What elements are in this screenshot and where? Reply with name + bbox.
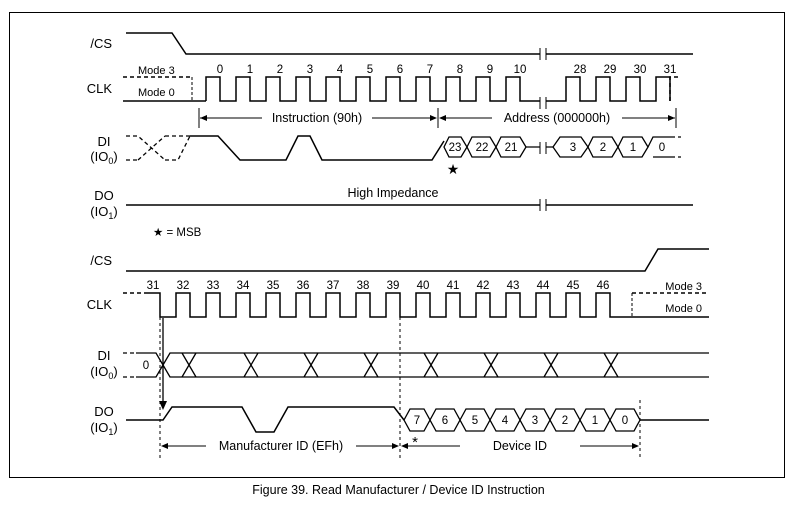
bottom-clk-number: 35 [267, 280, 280, 292]
top-di-dont-care [126, 135, 191, 161]
cs-label: /CS [90, 36, 112, 51]
top-di-instruction-waveform [190, 135, 445, 161]
top-clk-number: 9 [487, 64, 493, 76]
top-clk-number: 28 [574, 64, 587, 76]
address-bit-tail-dashed [672, 136, 682, 158]
top-clk-number: 2 [277, 64, 283, 76]
msb-star-marker: ★ [447, 161, 460, 177]
address-label: Address (000000h) [504, 111, 610, 125]
bottom-do-waveform [126, 406, 405, 433]
bottom-clk-number: 32 [177, 280, 190, 292]
bottom-di-dont-care [162, 352, 709, 378]
top-clk-number: 4 [337, 64, 344, 76]
bottom-mode3-label: Mode 3 [665, 281, 702, 293]
bottom-di-label: DI [98, 348, 111, 363]
top-clk-number: 5 [367, 64, 373, 76]
diagram-frame [9, 12, 785, 478]
top-break-marks [539, 48, 547, 211]
top-clk-numbers: 0 1 2 3 4 5 6 7 8 9 10 28 29 30 31 [217, 64, 677, 76]
clk-to-do-arrowhead [159, 401, 167, 410]
top-clk-number: 0 [217, 64, 223, 76]
device-id-bit: 2 [562, 415, 568, 427]
bottom-clk-number: 43 [507, 280, 520, 292]
device-id-bit: 1 [592, 415, 598, 427]
bottom-clk-number: 31 [147, 280, 160, 292]
figure-caption: Figure 39. Read Manufacturer / Device ID… [252, 483, 545, 497]
top-mode3-label: Mode 3 [138, 65, 175, 77]
bottom-phase-arrowheads [161, 443, 639, 449]
instruction-label: Instruction (90h) [272, 111, 362, 125]
address-bit-cells [443, 136, 672, 158]
bottom-do-label: DO [94, 404, 114, 419]
bottom-clk-number: 42 [477, 280, 490, 292]
do-io-label: (IO1) [90, 204, 117, 221]
top-clk-mode3-tail [669, 76, 680, 101]
top-clk-number: 6 [397, 64, 403, 76]
top-mode0-label: Mode 0 [138, 87, 175, 99]
bottom-clk-number: 40 [417, 280, 430, 292]
bottom-di-value: 0 [143, 360, 149, 372]
high-impedance-label: High Impedance [347, 186, 438, 200]
device-id-bit: 7 [414, 415, 420, 427]
bottom-clk-number: 38 [357, 280, 370, 292]
top-clk-number: 8 [457, 64, 463, 76]
msb-legend: ★ = MSB [153, 227, 202, 239]
bottom-clk-number: 34 [237, 280, 250, 292]
device-id-bit: 5 [472, 415, 478, 427]
address-bit: 23 [449, 142, 462, 154]
bottom-di-lead-dashed [123, 352, 136, 378]
address-bit: 22 [476, 142, 489, 154]
bottom-clk-number: 33 [207, 280, 220, 292]
address-bit: 21 [505, 142, 518, 154]
clk-label: CLK [87, 81, 113, 96]
top-phase-arrowheads [200, 115, 675, 121]
device-id-bit: 0 [622, 415, 628, 427]
address-bit: 1 [630, 142, 636, 154]
bottom-cs-label: /CS [90, 253, 112, 268]
address-bit: 2 [600, 142, 606, 154]
di-label: DI [98, 134, 111, 149]
bottom-clk-waveform [148, 292, 709, 318]
bottom-clk-number: 46 [597, 280, 610, 292]
top-phase-markers [198, 108, 677, 128]
di-io-label: (IO0) [90, 149, 117, 166]
bottom-di-last-bit [136, 352, 164, 378]
top-clk-number: 3 [307, 64, 313, 76]
bottom-clk-label: CLK [87, 297, 113, 312]
device-msb-star-marker: * [412, 434, 418, 451]
bottom-clk-numbers: 31 32 33 34 35 36 37 38 39 40 41 42 43 4… [147, 280, 610, 292]
bottom-mode0-label: Mode 0 [665, 303, 702, 315]
top-clk-number: 30 [634, 64, 647, 76]
top-clk-number: 1 [247, 64, 253, 76]
top-clk-waveform [205, 76, 671, 102]
device-id-bit-cells [403, 408, 641, 432]
top-clk-number: 10 [514, 64, 527, 76]
address-bit: 0 [659, 142, 665, 154]
manufacturer-id-label: Manufacturer ID (EFh) [219, 439, 343, 453]
bottom-cs-waveform [126, 248, 709, 272]
device-id-bit: 3 [532, 415, 538, 427]
bottom-clk-number: 45 [567, 280, 580, 292]
bottom-clk-number: 36 [297, 280, 310, 292]
do-label: DO [94, 188, 114, 203]
bottom-clk-number: 44 [537, 280, 550, 292]
top-clk-number: 7 [427, 64, 433, 76]
top-clk-number: 29 [604, 64, 617, 76]
bottom-clk-number: 41 [447, 280, 460, 292]
bottom-di-io-label: (IO0) [90, 364, 117, 381]
bottom-clk-number: 39 [387, 280, 400, 292]
timing-diagram: /CS CLK DI (IO0) DO (IO1) Mode 3 Mode 0 … [9, 12, 785, 478]
device-id-bit-values: 7 6 5 4 3 2 1 0 [414, 415, 628, 427]
top-clk-number: 31 [664, 64, 677, 76]
bottom-do-io-label: (IO1) [90, 420, 117, 437]
device-id-label: Device ID [493, 439, 547, 453]
device-id-bit: 6 [442, 415, 448, 427]
address-bit-values: 23 22 21 3 2 1 0 [449, 142, 666, 154]
top-cs-waveform [126, 32, 693, 55]
bottom-reference-lines [159, 317, 641, 458]
device-id-bit: 4 [502, 415, 509, 427]
bottom-clk-number: 37 [327, 280, 340, 292]
address-bit: 3 [570, 142, 576, 154]
